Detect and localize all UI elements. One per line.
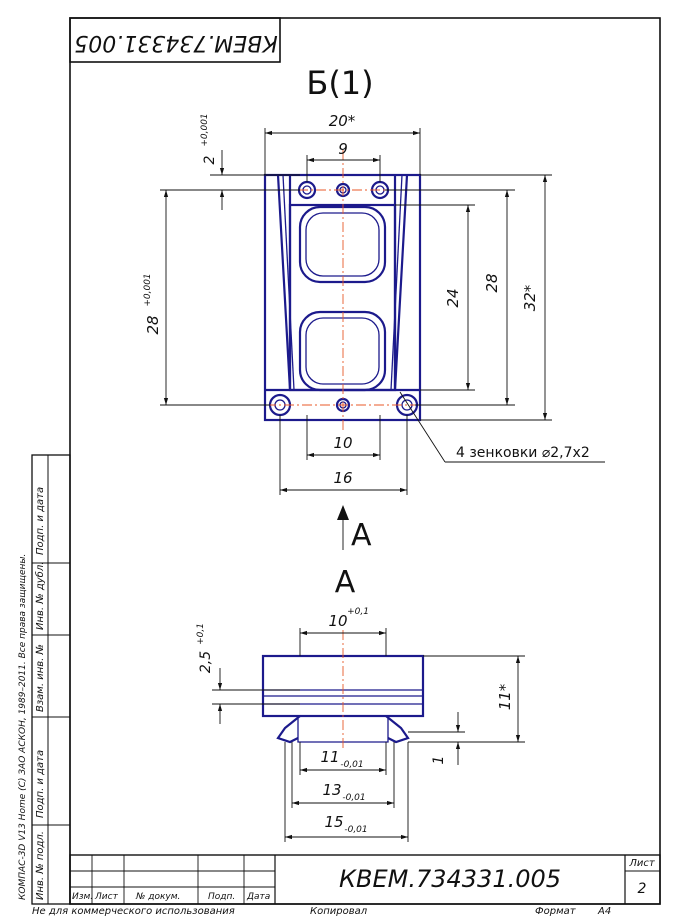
top-dimensions: 20* 9 2 +0,001 28 +0,001 24 28 32*: [143, 112, 605, 495]
dim-d-11: 11: [320, 748, 339, 766]
dim-h-24: 24: [444, 288, 462, 307]
top-stamp: КВЕМ.734331.005: [69, 17, 281, 63]
title-block: Изм. Лист № докум. Подп. Дата КВЕМ.73433…: [69, 854, 661, 905]
tb-sheet-label: Лист: [628, 858, 656, 869]
dim-h-25-tol: +0,1: [196, 623, 206, 645]
dim-d-11-tol: -0,01: [340, 760, 363, 770]
footer-noncommercial: Не для коммерческого использования: [32, 906, 235, 917]
countersink-note: 4 зенковки ⌀2,7х2: [456, 445, 590, 461]
dim-bottom-16: 16: [333, 469, 352, 487]
dim-upper-2-tol: +0,001: [200, 113, 210, 146]
dim-d-13-tol: -0,01: [342, 793, 365, 803]
view-arrow-label: А: [351, 518, 372, 553]
strip-cell-4: Подп. и дата: [35, 750, 46, 818]
left-strip: КОМПАС-3D V13 Home (С) ЗАО АСКОН, 1989–2…: [18, 454, 71, 905]
view-a-title: А: [335, 565, 356, 600]
tb-col-date: Дата: [246, 892, 270, 902]
dim-d-15: 15: [324, 813, 343, 831]
footer-format-label: Формат: [535, 906, 577, 917]
strip-cell-2: Инв. № дубл.: [34, 562, 46, 630]
strip-cell-5: Инв. № подл.: [35, 831, 46, 900]
tb-col-doc: № докум.: [135, 892, 180, 902]
dim-h-11: 11*: [496, 683, 514, 710]
top-view: [263, 150, 425, 430]
view-arrow: А: [337, 505, 372, 553]
dim-left-28-tol: +0,001: [143, 273, 153, 306]
dim-left-28: 28: [144, 315, 162, 334]
view-b-title: Б(1): [306, 64, 373, 102]
tb-col-izm: Изм.: [72, 892, 93, 902]
dim-h-32: 32*: [521, 284, 539, 311]
dim-upper-2: 2: [202, 155, 218, 164]
footer: Не для коммерческого использования Копир…: [32, 906, 611, 917]
outer-frame: [69, 17, 661, 905]
footer-copied: Копировал: [310, 906, 368, 917]
copyright-text: КОМПАС-3D V13 Home (С) ЗАО АСКОН, 1989–2…: [18, 554, 28, 900]
dim-bottom-10: 10: [333, 434, 352, 452]
tb-sheet-no: 2: [638, 881, 647, 897]
dim-d-13: 13: [322, 781, 341, 799]
dim-top-10-tol: +0,1: [347, 607, 369, 617]
dim-h-25: 2,5: [198, 651, 214, 673]
dim-spacing-9: 9: [338, 140, 348, 158]
dim-d-15-tol: -0,01: [344, 825, 367, 835]
strip-cell-3: Взам. инв. №: [35, 644, 46, 712]
side-dimensions: 10 +0,1 2,5 +0,1 11* 1 11 -0,01 13 -0,01: [196, 607, 525, 842]
tb-designation: КВЕМ.734331.005: [339, 865, 561, 893]
tb-col-list: Лист: [94, 892, 119, 902]
top-stamp-text: КВЕМ.734331.005: [74, 30, 278, 55]
dim-top-10: 10: [328, 612, 347, 630]
dim-h-28: 28: [483, 273, 501, 292]
dim-h-1: 1: [431, 756, 447, 765]
footer-format-value: А4: [597, 906, 611, 917]
tb-col-sign: Подп.: [208, 892, 235, 902]
dim-width-20: 20*: [329, 112, 356, 130]
strip-cell-1: Подп. и дата: [35, 487, 46, 555]
